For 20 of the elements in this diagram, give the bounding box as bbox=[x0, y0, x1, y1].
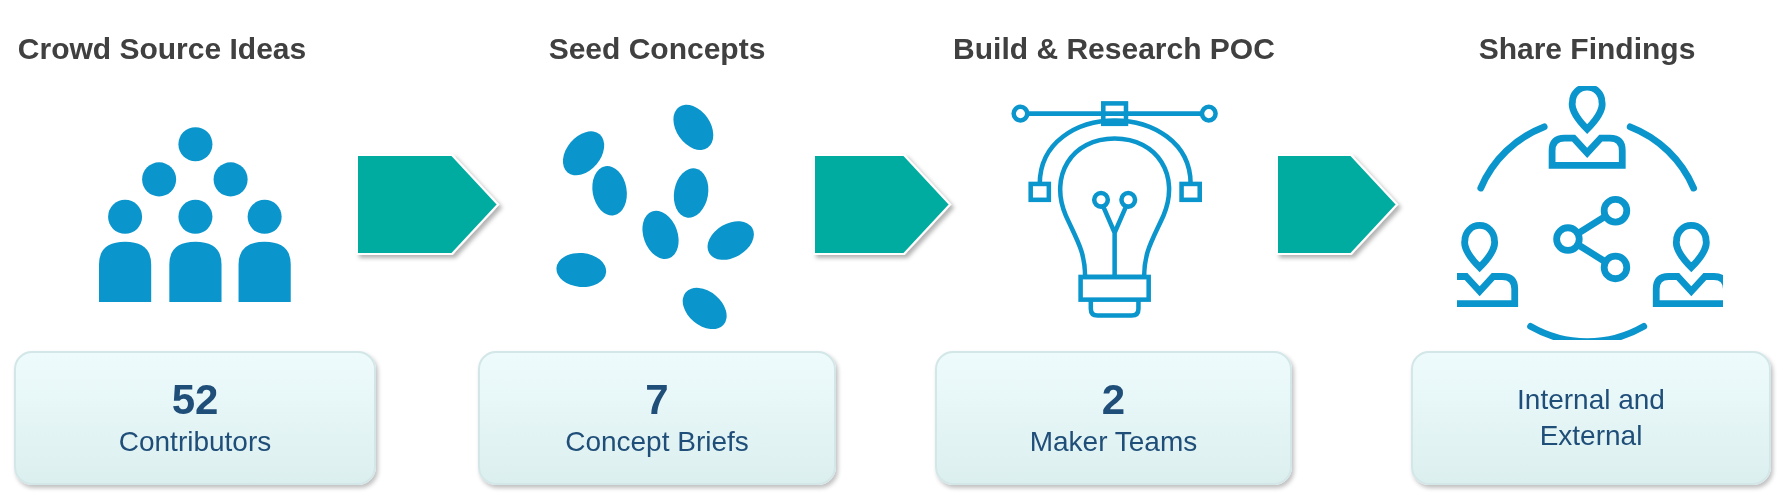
stat-label: Contributors bbox=[118, 424, 272, 459]
chevron-arrow bbox=[356, 154, 500, 255]
stat-number: 7 bbox=[645, 375, 669, 424]
stat-label: Internal and External bbox=[1516, 382, 1666, 453]
people-network-icon bbox=[1457, 86, 1723, 340]
stat-number: 52 bbox=[171, 375, 219, 424]
stat-number: 2 bbox=[1101, 375, 1126, 424]
stage-heading: Seed Concepts bbox=[548, 31, 766, 67]
stat-card bbox=[478, 351, 836, 485]
stage-heading: Build & Research POC bbox=[953, 31, 1275, 67]
stage-heading: Crowd Source Ideas bbox=[17, 31, 307, 67]
stat-label: Concept Briefs bbox=[565, 424, 749, 459]
stat-label: Maker Teams bbox=[1029, 424, 1198, 459]
stage-heading: Share Findings bbox=[1478, 31, 1696, 67]
chevron-arrow bbox=[813, 154, 952, 255]
chevron-arrow bbox=[1276, 154, 1399, 255]
stat-card bbox=[1411, 351, 1771, 485]
stat-card bbox=[935, 351, 1292, 485]
stat-card bbox=[14, 351, 376, 485]
people-group-icon bbox=[99, 126, 293, 302]
